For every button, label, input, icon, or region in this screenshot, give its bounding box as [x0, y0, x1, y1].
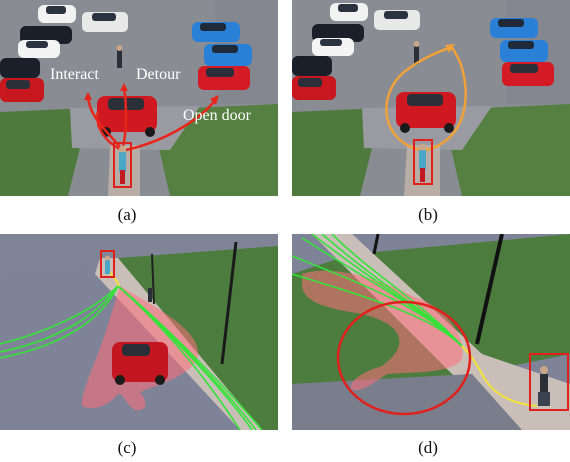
parked-car — [502, 62, 554, 86]
parked-car — [192, 22, 240, 42]
parked-car — [330, 3, 368, 21]
parked-car — [292, 76, 336, 100]
parked-car — [0, 78, 44, 102]
detour-arrows — [385, 46, 467, 152]
pedestrian — [105, 255, 110, 274]
distant-pedestrian — [116, 45, 123, 68]
lamp-post — [372, 234, 380, 255]
pedestrian — [119, 145, 126, 184]
predicted-trajectories — [292, 234, 463, 347]
panel-b-image — [292, 0, 570, 196]
parked-car — [38, 5, 76, 23]
predicted-trajectories — [0, 285, 263, 430]
parked-car — [292, 56, 332, 76]
lamp-post — [220, 241, 238, 365]
highlight-box — [413, 139, 433, 185]
red-car — [396, 92, 456, 133]
parked-car — [312, 24, 364, 42]
parked-car — [18, 40, 60, 58]
parked-car — [198, 66, 250, 90]
caption-d: (d) — [418, 438, 438, 457]
label-detour: Detour — [136, 66, 181, 83]
observed-trajectory — [461, 345, 538, 407]
parked-car — [312, 38, 354, 56]
parked-car — [490, 18, 538, 38]
panel-a-image: Interact Detour Open door — [0, 0, 278, 196]
decision-arrows — [86, 87, 217, 152]
parked-car — [82, 12, 128, 32]
parked-car — [20, 26, 72, 44]
panel-c-image — [0, 234, 278, 430]
parked-car — [204, 44, 252, 66]
caption-b: (b) — [418, 205, 438, 224]
caption-a: (a) — [117, 205, 137, 224]
label-interact: Interact — [50, 66, 99, 83]
pedestrian — [538, 366, 550, 406]
red-car — [112, 342, 168, 385]
caption-c: (c) — [117, 438, 137, 457]
distant-pedestrian — [148, 288, 152, 302]
lamp-post — [475, 234, 504, 345]
interaction-circle — [336, 300, 472, 416]
parked-car — [374, 10, 420, 30]
label-open-door: Open door — [183, 107, 252, 124]
highlight-box — [100, 250, 115, 278]
lamp-post — [151, 253, 155, 305]
panel-d-image — [292, 234, 570, 430]
pedestrian — [419, 143, 426, 182]
distant-pedestrian — [413, 41, 420, 64]
parked-car — [500, 40, 548, 62]
highlight-box — [113, 142, 132, 188]
highlight-box — [529, 353, 569, 411]
parked-car — [0, 58, 40, 78]
prediction-area — [302, 270, 463, 391]
